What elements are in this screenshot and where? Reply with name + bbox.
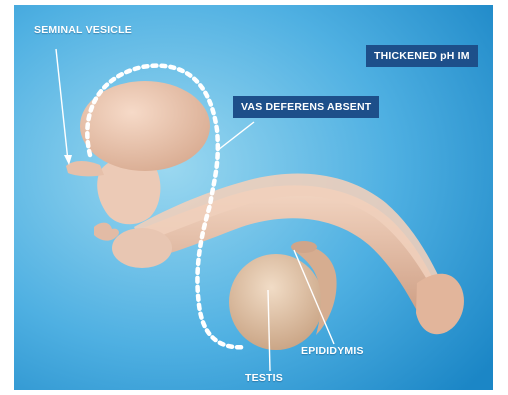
anatomy-illustration: SEMINAL VESICLE VAS DEFERENS ABSENT THIC… <box>14 5 493 390</box>
testis-label: TESTIS <box>245 372 283 384</box>
vas-deferens-label: VAS DEFERENS ABSENT <box>233 96 379 118</box>
testis-shape <box>229 254 323 350</box>
prostate <box>112 228 172 268</box>
thickened-label: THICKENED pH IM <box>366 45 478 67</box>
seminal-vesicle-label: SEMINAL VESICLE <box>34 24 132 36</box>
epididymis-label: EPIDIDYMIS <box>301 345 364 357</box>
